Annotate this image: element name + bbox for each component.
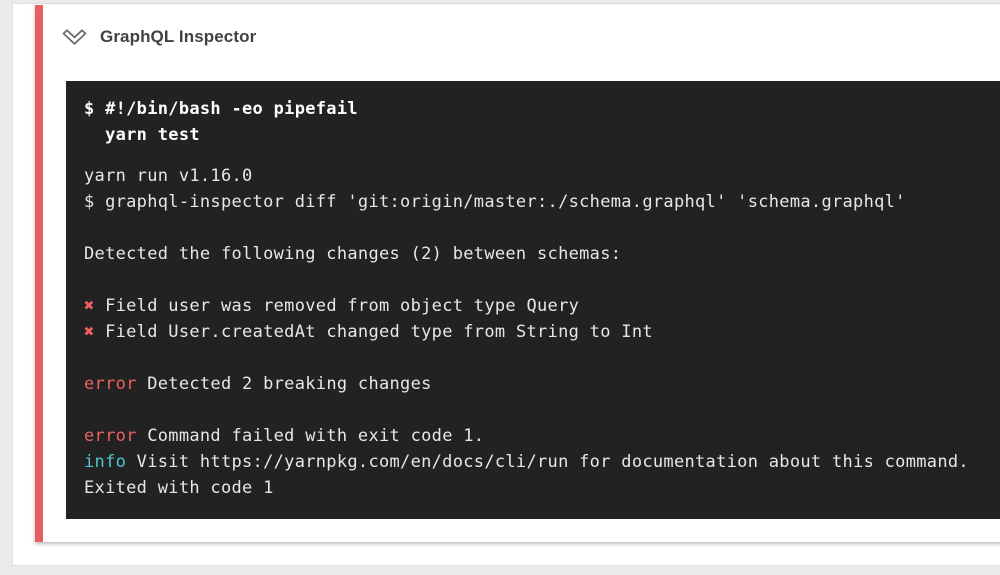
step-card: GraphQL Inspector $ #!/bin/bash -eo pipe… [35, 5, 1000, 542]
terminal-line: ✖ Field user was removed from object typ… [84, 296, 580, 316]
terminal-output: $ #!/bin/bash -eo pipefail yarn test yar… [66, 81, 1000, 519]
terminal-line: Detected the following changes (2) betwe… [84, 244, 622, 264]
terminal-log-block: yarn run v1.16.0 $ graphql-inspector diff… [84, 163, 1000, 501]
terminal-line: yarn run v1.16.0 [84, 166, 253, 186]
terminal-command-line: yarn test [84, 125, 200, 145]
terminal-line: info Visit https://yarnpkg.com/en/docs/c… [84, 452, 969, 472]
terminal-command-line: $ #!/bin/bash -eo pipefail [84, 99, 358, 119]
terminal-line [84, 215, 1000, 241]
step-title: GraphQL Inspector [100, 27, 257, 46]
terminal-line: Exited with code 1 [84, 478, 274, 498]
terminal-line [84, 397, 1000, 423]
step-status-stripe [35, 5, 43, 542]
content-panel: GraphQL Inspector $ #!/bin/bash -eo pipe… [12, 3, 1000, 566]
terminal-line: ✖ Field User.createdAt changed type from… [84, 322, 653, 342]
terminal-line: error Command failed with exit code 1. [84, 426, 485, 446]
terminal-line [84, 267, 1000, 293]
terminal-line [84, 345, 1000, 371]
terminal-command-block: $ #!/bin/bash -eo pipefail yarn test [84, 96, 1000, 148]
step-header[interactable]: GraphQL Inspector [61, 24, 256, 50]
terminal-line: error Detected 2 breaking changes [84, 374, 432, 394]
collapse-double-chevron-icon[interactable] [61, 28, 88, 47]
terminal-line: $ graphql-inspector diff 'git:origin/mas… [84, 192, 906, 212]
